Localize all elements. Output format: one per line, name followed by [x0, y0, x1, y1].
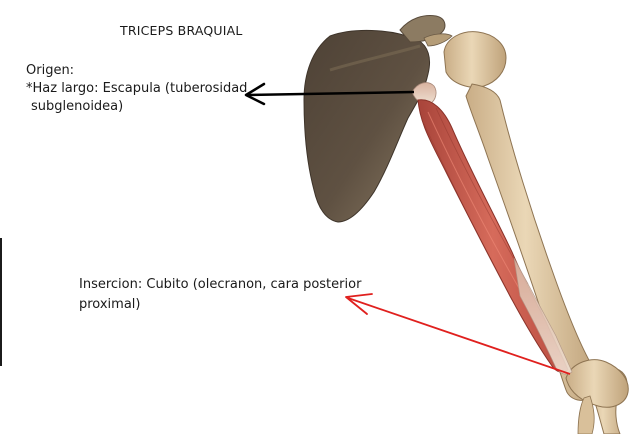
origin-detail-line2: subglenoidea): [31, 99, 124, 114]
insertion-detail-line2: proximal): [79, 297, 141, 312]
origin-arrow: [244, 82, 415, 106]
scapula-bone: [303, 15, 453, 223]
insertion-detail-line1: Insercion: Cubito (olecranon, cara poste…: [79, 277, 362, 292]
origin-heading: Origen:: [26, 63, 75, 78]
origin-detail-line1: *Haz largo: Escapula (tuberosidad: [26, 81, 248, 96]
diagram-title: TRICEPS BRAQUIAL: [120, 23, 243, 38]
insertion-arrow: [345, 293, 571, 375]
triceps-muscle: [411, 82, 573, 375]
left-edge-line: [0, 238, 2, 366]
humerus-bone: [443, 31, 629, 434]
